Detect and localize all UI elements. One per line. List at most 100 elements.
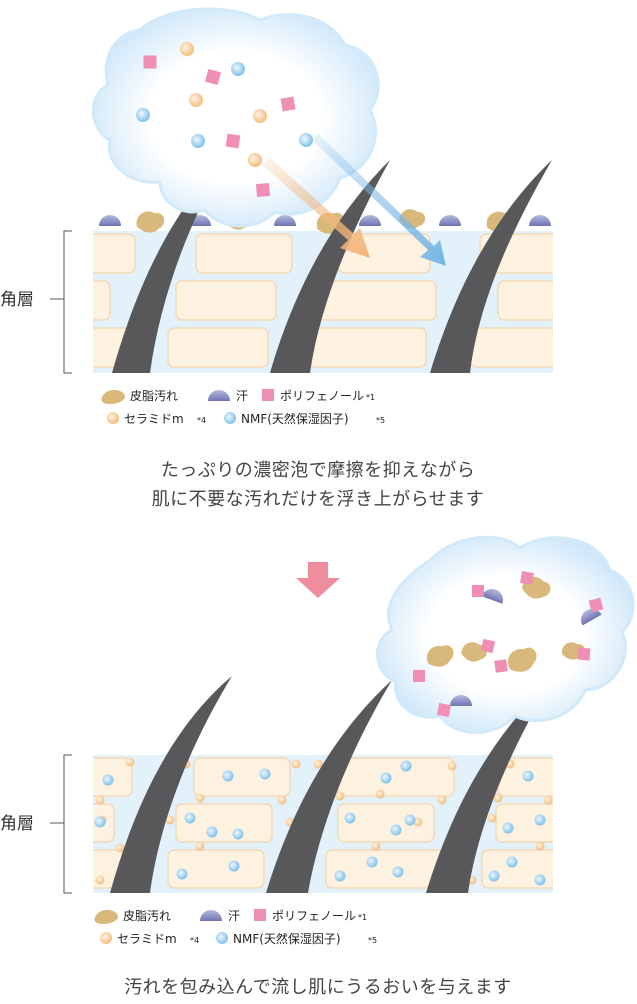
nmf-particle [222,770,234,782]
nmf-icon [216,932,228,944]
arrow-ceramide-icon [262,158,370,258]
layer-bracket [50,230,72,374]
ceramide-particle [165,815,175,825]
polyphenol-particle [255,182,271,198]
ceramide-particle [447,761,457,771]
legend-polyphenol: ポリフェノール [272,909,356,923]
nmf-particle [136,108,150,122]
ceramide-particle [543,795,553,805]
ceramide-particle [313,759,323,769]
foam-particles [413,571,604,717]
sebum-blob [136,211,165,233]
ceramide-particle [248,153,262,167]
layer-label: 角層 [0,814,34,834]
nmf-particle [506,856,518,868]
nmf-particle [94,816,106,828]
nmf-particle [534,814,546,826]
skin-cells [93,757,553,889]
legend-polyphenol: ポリフェノール [280,389,364,403]
panel-before: 角層 皮脂汚れ 汗 [0,7,553,510]
polyphenol-icon [262,389,274,401]
polyphenol-particle [205,69,221,85]
polyphenol-particle [143,55,157,69]
skin-cell [93,757,133,797]
legend-ceramide: セラミドm [117,932,177,946]
nmf-particle [400,760,412,772]
nmf-particle [102,774,114,786]
nmf-icon [224,412,236,424]
skin-cell [317,280,437,321]
skin-cell [93,233,136,274]
legend-ceramide: セラミドm [124,412,184,426]
ceramide-particle [375,789,385,799]
arrow-nmf-icon [312,134,446,266]
ceramide-particle [291,759,301,769]
nmf-particle [390,824,402,836]
skin-cell [469,327,553,368]
polyphenol-particle [480,638,496,654]
nmf-particle [184,812,196,824]
nmf-particle [366,856,378,868]
nmf-particle [299,133,313,147]
legend-nmf-note: *5 [368,936,377,945]
polyphenol-particle [472,585,484,597]
panel-after: 角層 皮脂汚れ 汗 ポリフェノール *1 セラミドm *4 [0,535,635,998]
sebum-icon [94,909,118,924]
hair-strand [270,160,390,373]
skin-cell [167,327,269,368]
skin-cell [193,757,291,797]
legend-nmf: NMF(天然保湿因子) [233,931,341,946]
release-arrows [262,134,446,266]
legend: 皮脂汚れ 汗 ポリフェノール *1 セラミドm *4 NMF(天然保湿因子) *… [94,908,377,946]
sebum-blob [427,645,454,667]
ceramide-particle [95,795,105,805]
foam-particles [136,42,313,198]
nmf-particle [191,134,205,148]
sweat-drop [581,609,602,626]
nmf-particle [534,874,546,886]
sweat-icon [200,910,222,921]
ceramide-particle [253,109,267,123]
skin-cell [175,280,277,321]
polyphenol-particle [577,647,591,661]
nmf-particle [488,870,500,882]
nmf-particle [522,770,534,782]
legend-sebum: 皮脂汚れ [123,908,171,923]
ceramide-particle [535,841,545,851]
sweat-drop [274,215,296,226]
legend-polyphenol-note: *1 [366,393,375,402]
skin-cell [337,803,435,843]
legend-polyphenol-note: *1 [358,913,367,922]
nmf-particle [259,768,271,780]
sweat-icon [208,390,230,401]
polyphenol-particle [437,703,451,717]
skin-cell [481,849,553,889]
ceramide-particle [115,843,125,853]
legend-sweat: 汗 [236,389,248,403]
sweat-drop [439,215,461,226]
polyphenol-particle [494,659,508,673]
polyphenol-icon [254,909,266,921]
ceramide-particle [413,817,423,827]
legend: 皮脂汚れ 汗 ポリフェノール *1 セラミドm *4 NMF(天然保湿因子) *… [101,388,385,426]
sebum-blob [461,642,488,662]
polyphenol-particle [588,597,604,613]
foam-cloud [376,535,635,734]
legend-ceramide-note: *4 [190,936,199,945]
ceramide-particle [180,42,194,56]
nmf-particle [206,826,218,838]
layer-label: 角層 [0,290,34,310]
sebum-icon [101,389,125,404]
nmf-particle [380,772,392,784]
legend-nmf-note: *5 [376,416,385,425]
skin-cell [325,849,445,889]
polyphenol-particle [280,96,296,112]
ceramide-icon [100,932,112,944]
caption-line-1: たっぷりの濃密泡で摩擦を抑えながら [161,460,476,481]
sweat-drop [359,215,381,226]
polyphenol-particle [225,133,241,149]
nmf-particle [344,812,356,824]
hair-strand [110,676,232,893]
nmf-particle [228,860,240,872]
